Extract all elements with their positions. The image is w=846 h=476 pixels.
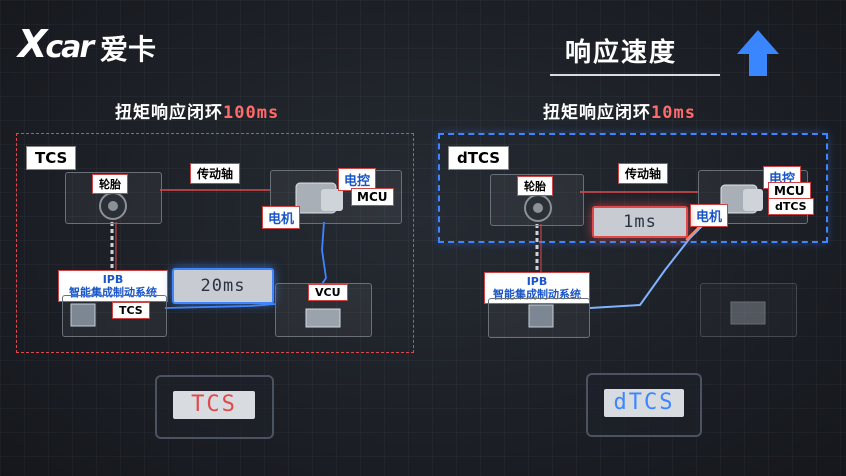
right-shaft-label: 传动轴 [618, 163, 669, 184]
left-ipb-icon [70, 303, 96, 327]
left-ipb-label: IPB 智能集成制动系统 [58, 270, 168, 302]
up-arrow-icon [737, 30, 779, 76]
logo-tail: car [45, 30, 94, 65]
right-dashed-frame [438, 133, 828, 243]
right-ipb-icon [528, 304, 554, 328]
right-bottom-badge-text: dTCS [613, 390, 675, 415]
right-wheel-label: 轮胎 [517, 176, 553, 196]
logo-chinese: 爱卡 [100, 33, 157, 66]
left-heading-prefix: 扭矩响应闭环 [115, 103, 223, 123]
logo-mark: X [18, 22, 47, 66]
left-dashed-frame [16, 133, 414, 353]
left-heading: 扭矩响应闭环100ms [115, 98, 279, 123]
left-vcu-icon [305, 308, 341, 328]
left-ecu-label: 电控 [338, 168, 377, 191]
speed-title-underline [550, 74, 720, 76]
left-tcs-small-label: TCS [112, 302, 150, 319]
left-bottom-frame: TCS [155, 375, 274, 439]
right-heading-prefix: 扭矩响应闭环 [543, 103, 651, 123]
right-ipb-line2: 智能集成制动系统 [493, 288, 581, 301]
left-heading-value: 100ms [223, 103, 280, 123]
left-bottom-badge-text: TCS [191, 392, 237, 417]
right-vcu-panel-faded [700, 283, 797, 337]
right-ipb-line1: IPB [526, 275, 548, 288]
right-vcu-icon [730, 301, 766, 325]
right-mcu-label: MCU [768, 182, 811, 200]
left-motor-vcu-line [321, 221, 327, 285]
left-mcu-label: MCU [351, 188, 394, 206]
right-bottom-frame: dTCS [586, 373, 702, 437]
right-dtcs-tag: dTCS [448, 146, 510, 170]
left-motor-label: 电机 [262, 206, 301, 229]
left-ipb-vcu-line [164, 303, 276, 309]
left-bottom-badge: TCS [173, 391, 255, 419]
speed-title: 响应速度 [565, 38, 678, 68]
logo: Xcar [18, 22, 94, 66]
left-ipb-line1: IPB [102, 273, 124, 286]
right-ipb-panel [488, 298, 590, 338]
left-vcu-label: VCU [308, 284, 348, 301]
left-latency-badge: 20ms [172, 268, 274, 304]
right-ipb-motor-line [589, 211, 717, 309]
left-tcs-tag: TCS [26, 146, 77, 170]
left-motor-icon [295, 182, 343, 214]
left-wheel-label: 轮胎 [92, 174, 128, 194]
left-shaft-label: 传动轴 [190, 163, 241, 184]
right-motor-icon [720, 184, 763, 214]
right-heading-value: 10ms [651, 103, 696, 123]
right-motor-label: 电机 [690, 204, 729, 227]
right-bottom-badge: dTCS [604, 389, 684, 417]
right-latency-value: 1ms [623, 212, 657, 232]
right-latency-badge: 1ms [592, 206, 688, 238]
right-dtcs-small-label: dTCS [768, 198, 814, 215]
left-latency-value: 20ms [200, 276, 246, 296]
right-heading: 扭矩响应闭环10ms [543, 98, 696, 123]
